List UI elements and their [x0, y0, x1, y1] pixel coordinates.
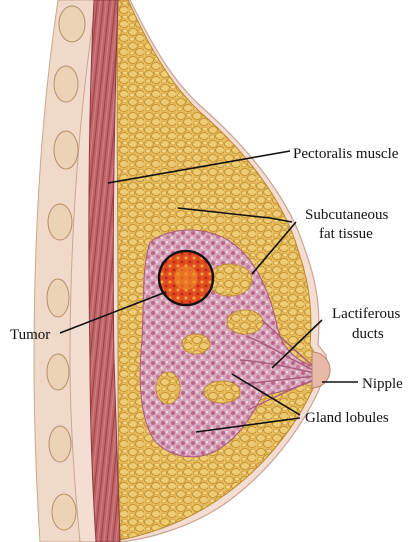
label-subcutaneous-line1: Subcutaneous — [305, 207, 388, 223]
label-subcutaneous-line2: fat tissue — [319, 226, 373, 242]
label-nipple: Nipple — [362, 376, 403, 392]
label-lactiferous-line1: Lactiferous — [332, 306, 400, 322]
label-pectoralis-muscle: Pectoralis muscle — [293, 146, 399, 162]
label-gland-lobules: Gland lobules — [305, 410, 389, 426]
label-tumor: Tumor — [10, 327, 50, 343]
tumor-mass — [159, 251, 213, 305]
label-lactiferous-line2: ducts — [352, 326, 384, 342]
